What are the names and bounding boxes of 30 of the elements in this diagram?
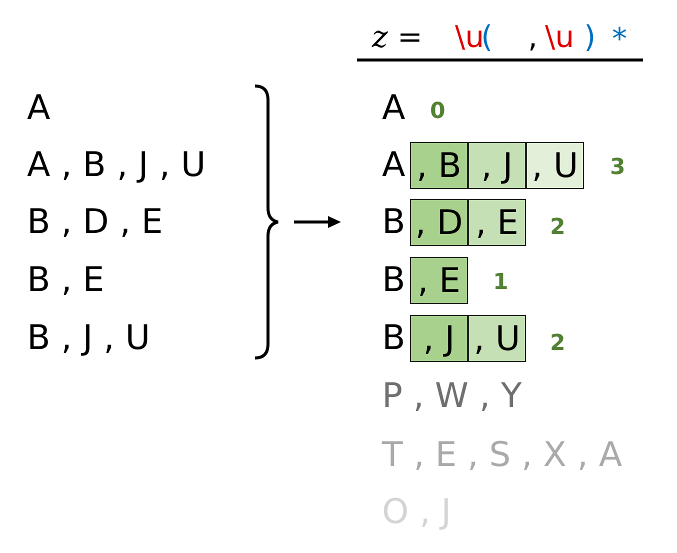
sequence-text: P , W , Y xyxy=(382,379,522,413)
formula-variable: z = xyxy=(372,23,422,53)
matched-segment: , D xyxy=(410,199,468,246)
match-count: 3 xyxy=(610,157,626,179)
sequence-start: B xyxy=(382,205,406,239)
sequence-start: A xyxy=(382,91,406,125)
sequence-start: A xyxy=(382,148,406,182)
match-count: 1 xyxy=(493,272,508,294)
matched-segment: , U xyxy=(526,142,584,189)
regex-token: , xyxy=(528,23,538,53)
match-count: 2 xyxy=(550,333,566,355)
matched-segment: , E xyxy=(410,257,468,304)
matched-segment: , B xyxy=(410,142,468,189)
matched-segment: , J xyxy=(468,142,526,189)
regex-token: \u xyxy=(545,23,574,53)
sequence-text: B , D , E xyxy=(27,205,163,239)
sequence-start: B xyxy=(382,321,406,355)
sequence-start: B xyxy=(382,263,406,297)
matched-segment: , E xyxy=(468,199,526,246)
match-count: 2 xyxy=(550,217,566,239)
matched-segment: , J xyxy=(410,315,468,362)
sequence-text: B , J , U xyxy=(27,321,150,355)
sequence-text: B , E xyxy=(27,263,104,297)
sequence-text: T , E , S , X , A xyxy=(382,438,622,472)
matched-segment: , U xyxy=(468,315,526,362)
regex-token: ) xyxy=(584,23,596,53)
sequence-text: A xyxy=(27,91,50,125)
match-count: 0 xyxy=(430,101,446,123)
regex-token: * xyxy=(612,25,627,55)
sequence-text: A , B , J , U xyxy=(27,148,206,182)
